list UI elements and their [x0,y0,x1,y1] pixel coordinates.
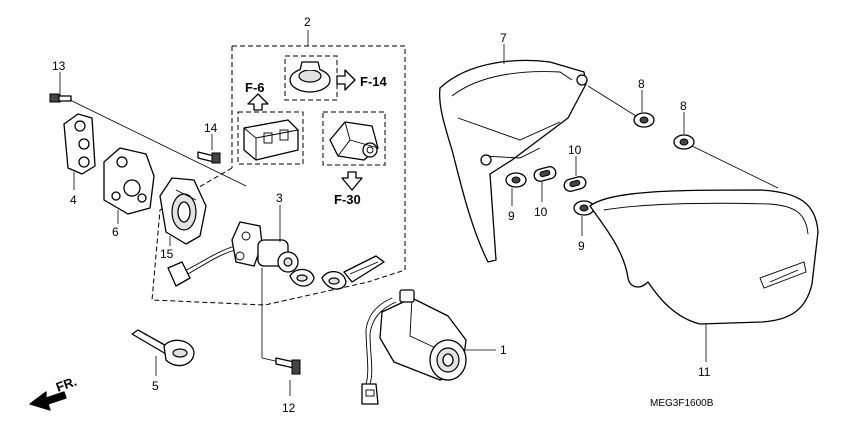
side-cover-7 [438,44,588,263]
plate-6 [103,147,155,224]
callout-13: 13 [52,59,66,73]
bracket-4 [63,113,96,190]
ref-f30: F-30 [334,192,361,207]
callout-15: 15 [160,247,174,261]
screw-14 [197,134,221,164]
grommet-8a [587,85,655,128]
callout-8a: 8 [638,77,645,91]
callout-9a: 9 [508,209,515,223]
side-cover-11 [589,189,819,362]
arrow-down-f30 [341,171,363,191]
callout-1: 1 [500,343,507,357]
grommet-8b [673,112,779,189]
assembly-2-outline [151,30,406,306]
callout-3: 3 [276,191,283,205]
callout-14: 14 [204,121,218,135]
ref-f14: F-14 [360,74,388,89]
callout-8b: 8 [680,99,687,113]
arrow-up-f6 [247,93,269,111]
callout-6: 6 [112,225,119,239]
key-cylinder-1 [361,289,496,405]
callout-9b: 9 [578,239,585,253]
grommet-9b [573,200,595,236]
key-pair-on-switch [289,255,385,290]
grommet-10a [533,166,557,202]
lock-housing-15 [159,177,207,246]
grommet-9a [505,172,527,206]
block-bracket [243,119,299,161]
arrow-right-f14 [336,69,356,91]
callout-2: 2 [304,15,311,29]
grommet-top [289,61,331,93]
ref-f6: F-6 [245,80,265,95]
bolt-13 [49,72,72,103]
diagram-code: MEG3F1600B [650,398,714,409]
lock-cam-piece [329,121,379,161]
callout-4: 4 [70,193,77,207]
screw-12 [261,268,301,396]
callout-10b: 10 [568,143,582,157]
callout-10a: 10 [534,205,548,219]
callout-5: 5 [152,379,159,393]
key-5 [131,329,195,376]
front-direction-arrow [29,391,67,411]
callout-11: 11 [698,365,711,379]
callout-7: 7 [500,31,507,45]
grommet-10b [563,156,587,192]
ignition-switch-3 [167,205,299,287]
callout-12: 12 [282,401,296,415]
front-direction-label: FR. [54,374,79,395]
